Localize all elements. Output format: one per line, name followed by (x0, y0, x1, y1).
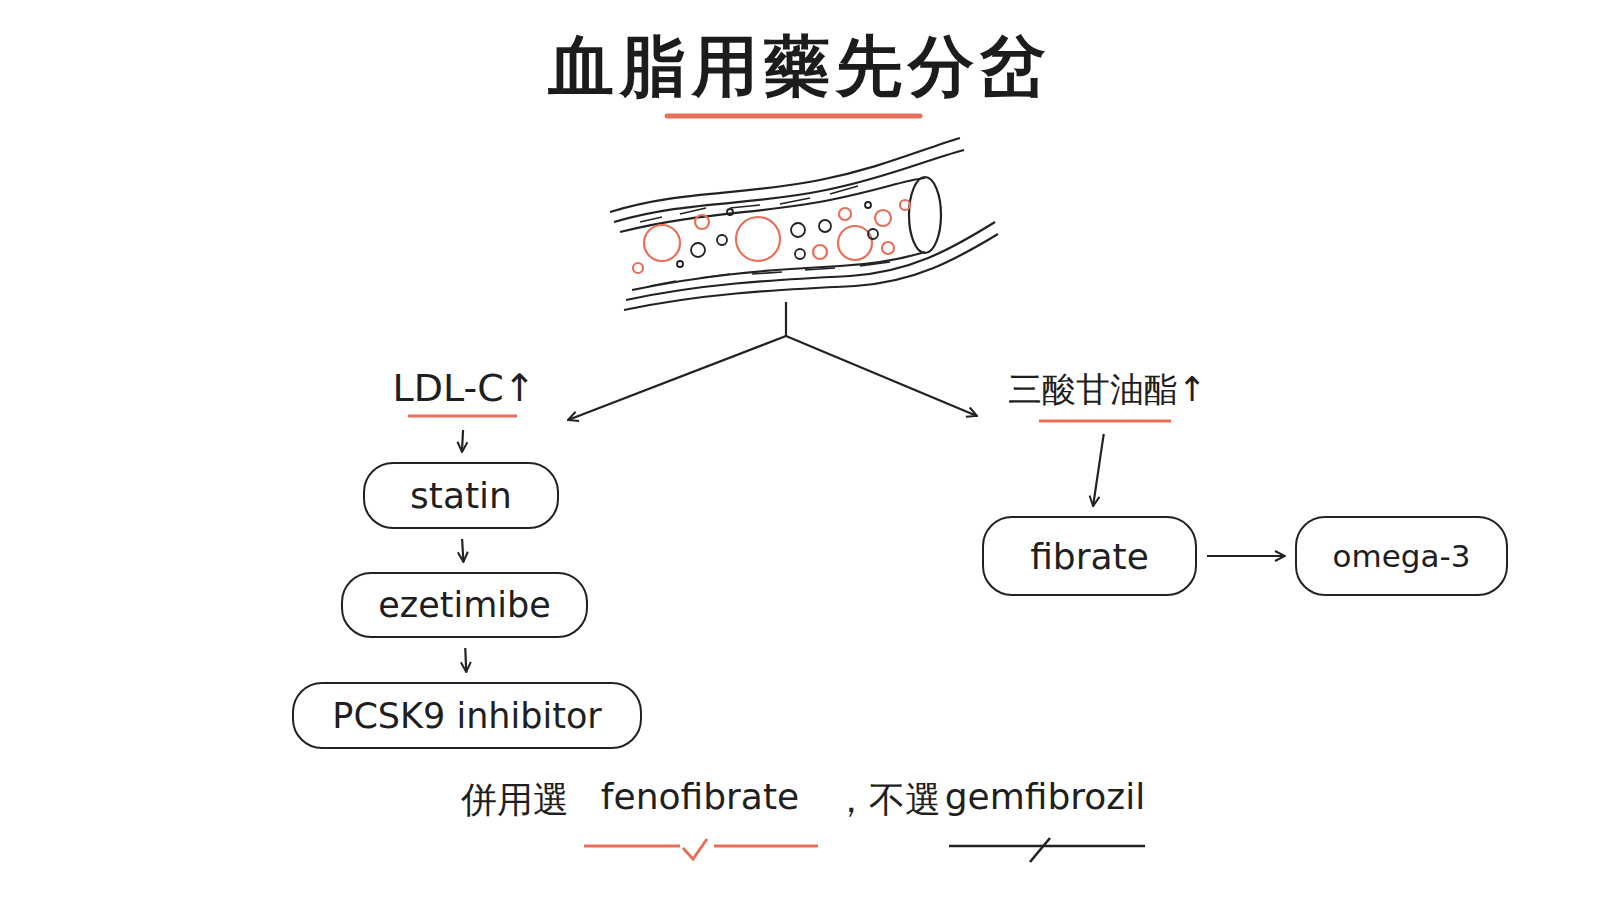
label-underline (1039, 420, 1171, 423)
vessel-wall (614, 150, 964, 222)
drug-box: PCSK9 inhibitor (292, 682, 642, 749)
flow-arrow (462, 430, 463, 452)
blood-vessel (610, 138, 998, 310)
flow-arrow (1093, 434, 1104, 506)
drug-box: fibrate (982, 516, 1197, 596)
lipid-particles (633, 200, 910, 273)
node-text: 三酸甘油酯↑ (1008, 367, 1207, 413)
node-text: LDL-C↑ (392, 366, 535, 410)
vessel-cells (640, 186, 890, 286)
flow-arrow (1207, 555, 1285, 557)
check-underline (584, 839, 818, 859)
note-text: fenofibrate (601, 776, 799, 817)
condition-label: 三酸甘油酯↑ (996, 356, 1218, 424)
vessel-opening (909, 177, 941, 253)
small-particles (677, 202, 878, 267)
node-text: statin (410, 475, 512, 516)
drug-box: statin (363, 462, 559, 529)
drug-box: ezetimibe (341, 572, 588, 638)
node-text: fibrate (1030, 536, 1149, 577)
flow-arrow (464, 648, 467, 672)
node-text: PCSK9 inhibitor (332, 696, 601, 736)
title-underline (667, 114, 920, 119)
cross-underline (949, 838, 1145, 862)
vessel-wall (610, 138, 960, 212)
node-text: omega-3 (1333, 538, 1471, 574)
title: 血脂用藥先分岔 (0, 22, 1600, 112)
branch-arrow (568, 302, 977, 420)
note-text: ，不選 (833, 776, 941, 825)
flow-arrow (462, 539, 463, 562)
note-text: 併用選 (461, 776, 569, 825)
note-text: gemfibrozil (945, 776, 1146, 817)
condition-label: LDL-C↑ (384, 356, 544, 420)
label-underline (408, 415, 517, 418)
node-text: ezetimibe (378, 585, 550, 625)
drug-box: omega-3 (1295, 516, 1508, 596)
